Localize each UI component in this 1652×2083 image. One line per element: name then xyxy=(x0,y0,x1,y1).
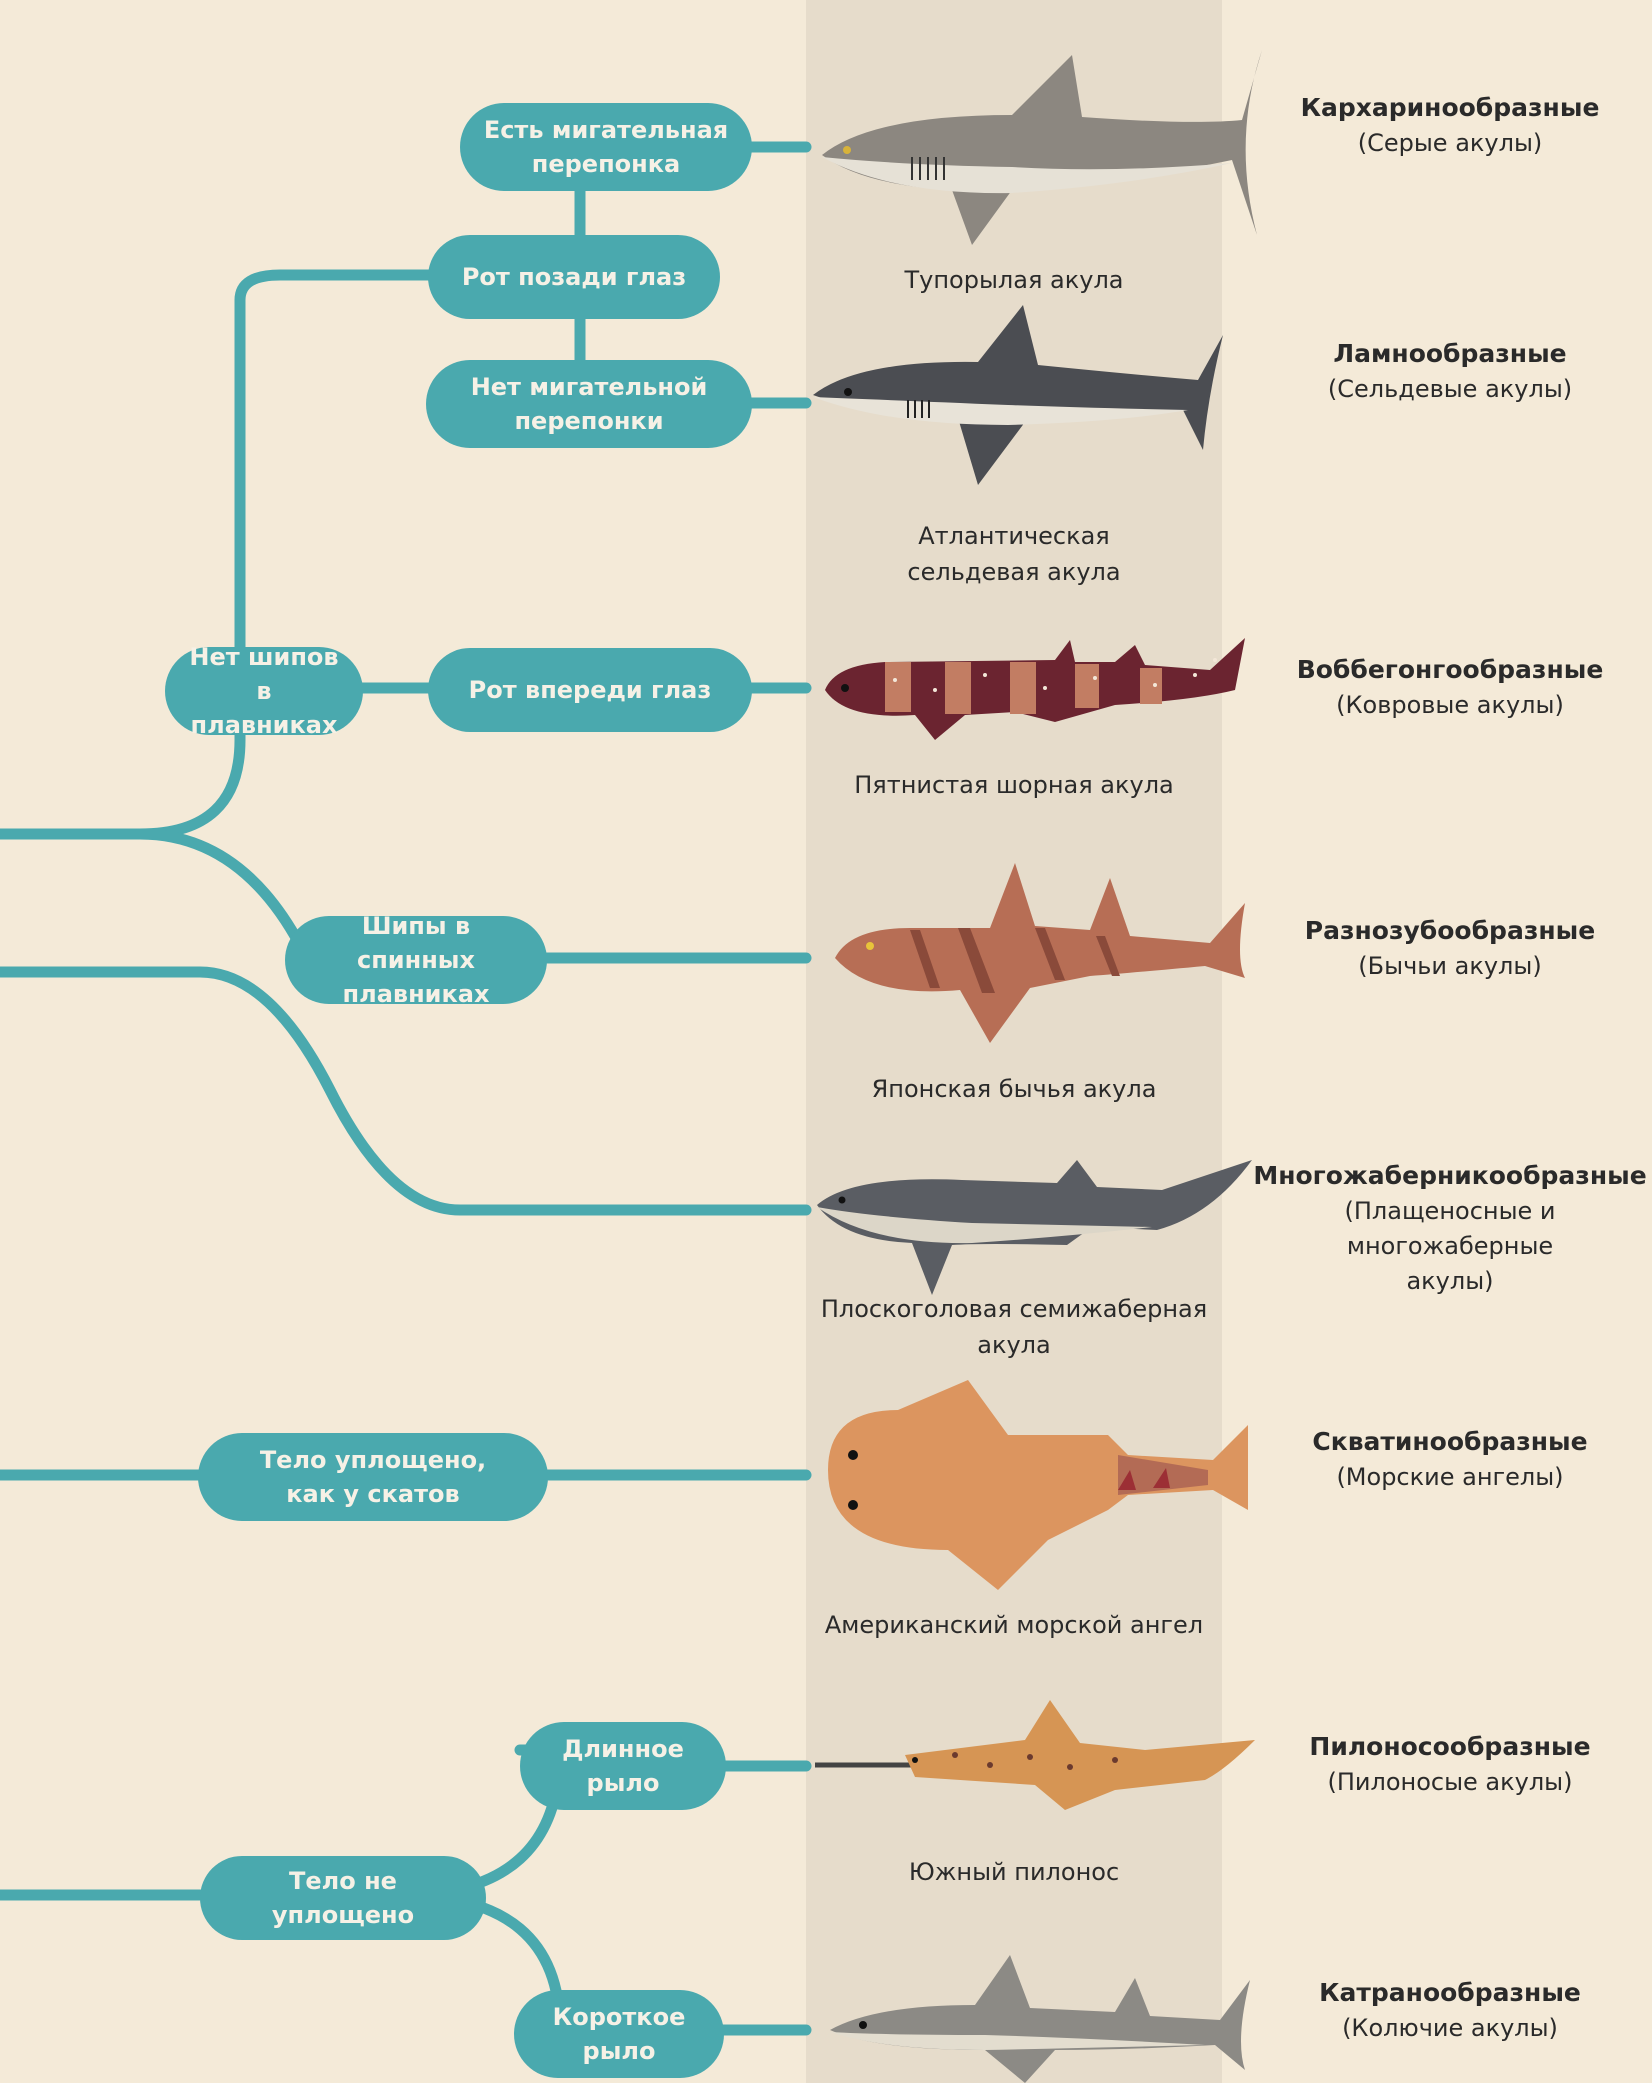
order-name: Пилоносообразные xyxy=(1250,1729,1650,1765)
wobbegong-shark-illustration xyxy=(815,630,1255,750)
sawshark-illustration xyxy=(815,1695,1265,1815)
order-common-name: (Пилоносые акулы) xyxy=(1250,1765,1650,1800)
node-no-fin-spines: Нет шипов в плавниках xyxy=(165,647,363,735)
order-label: Кархаринообразные(Серые акулы) xyxy=(1250,90,1650,161)
node-body-not-flat: Тело не уплощено xyxy=(200,1856,486,1940)
order-name: Ламнообразные xyxy=(1250,336,1650,372)
order-common-name: (Колючие акулы) xyxy=(1250,2011,1650,2046)
order-name: Скватинообразные xyxy=(1250,1424,1650,1460)
angel-shark-illustration xyxy=(818,1360,1258,1600)
order-common-name: (Ковровые акулы) xyxy=(1250,688,1650,723)
order-common-name: (Морские ангелы) xyxy=(1250,1460,1650,1495)
order-name: Разнозубообразные xyxy=(1250,913,1650,949)
caption-sawshark: Южный пилонос xyxy=(806,1854,1222,1890)
order-label: Воббегонгообразные(Ковровые акулы) xyxy=(1250,652,1650,723)
caption-sevengill: Плоскоголовая семижаберная акула xyxy=(806,1291,1222,1363)
order-common-name: (Серые акулы) xyxy=(1250,126,1650,161)
order-common-name: (Плащеносные и многожаберные акулы) xyxy=(1250,1194,1650,1299)
node-dorsal-spines: Шипы в спинных плавниках xyxy=(285,916,547,1004)
order-label: Пилоносообразные(Пилоносые акулы) xyxy=(1250,1729,1650,1800)
node-short-snout: Короткое рыло xyxy=(514,1990,724,2078)
order-name: Многожаберникообразные xyxy=(1250,1158,1650,1194)
node-nictitating-yes: Есть мигательная перепонка xyxy=(460,103,752,191)
order-label: Разнозубообразные(Бычьи акулы) xyxy=(1250,913,1650,984)
node-long-snout: Длинное рыло xyxy=(520,1722,726,1810)
order-label: Катранообразные(Колючие акулы) xyxy=(1250,1975,1650,2046)
node-body-flat: Тело уплощено, как у скатов xyxy=(198,1433,548,1521)
order-name: Катранообразные xyxy=(1250,1975,1650,2011)
japanese-bull-shark-illustration xyxy=(830,858,1250,1048)
order-label: Ламнообразные(Сельдевые акулы) xyxy=(1250,336,1650,407)
caption-porbeagle: Атлантическая сельдевая акула xyxy=(806,518,1222,590)
order-common-name: (Сельдевые акулы) xyxy=(1250,372,1650,407)
caption-blunt-shark: Тупорылая акула xyxy=(806,262,1222,298)
caption-wobbegong: Пятнистая шорная акула xyxy=(806,767,1222,803)
blunt-shark-illustration xyxy=(812,45,1262,265)
order-name: Кархаринообразные xyxy=(1250,90,1650,126)
node-nictitating-no: Нет мигательной перепонки xyxy=(426,360,752,448)
porbeagle-shark-illustration xyxy=(808,300,1228,500)
caption-japanese-bull: Японская бычья акула xyxy=(806,1071,1222,1107)
order-label: Скватинообразные(Морские ангелы) xyxy=(1250,1424,1650,1495)
caption-angel-shark: Американский морской ангел xyxy=(806,1607,1222,1643)
sevengill-shark-illustration xyxy=(812,1155,1252,1305)
order-label: Многожаберникообразные(Плащеносные и мно… xyxy=(1250,1158,1650,1299)
order-name: Воббегонгообразные xyxy=(1250,652,1650,688)
node-mouth-behind-eyes: Рот позади глаз xyxy=(428,235,720,319)
order-common-name: (Бычьи акулы) xyxy=(1250,949,1650,984)
node-mouth-before-eyes: Рот впереди глаз xyxy=(428,648,752,732)
dogfish-shark-illustration xyxy=(825,1950,1255,2083)
